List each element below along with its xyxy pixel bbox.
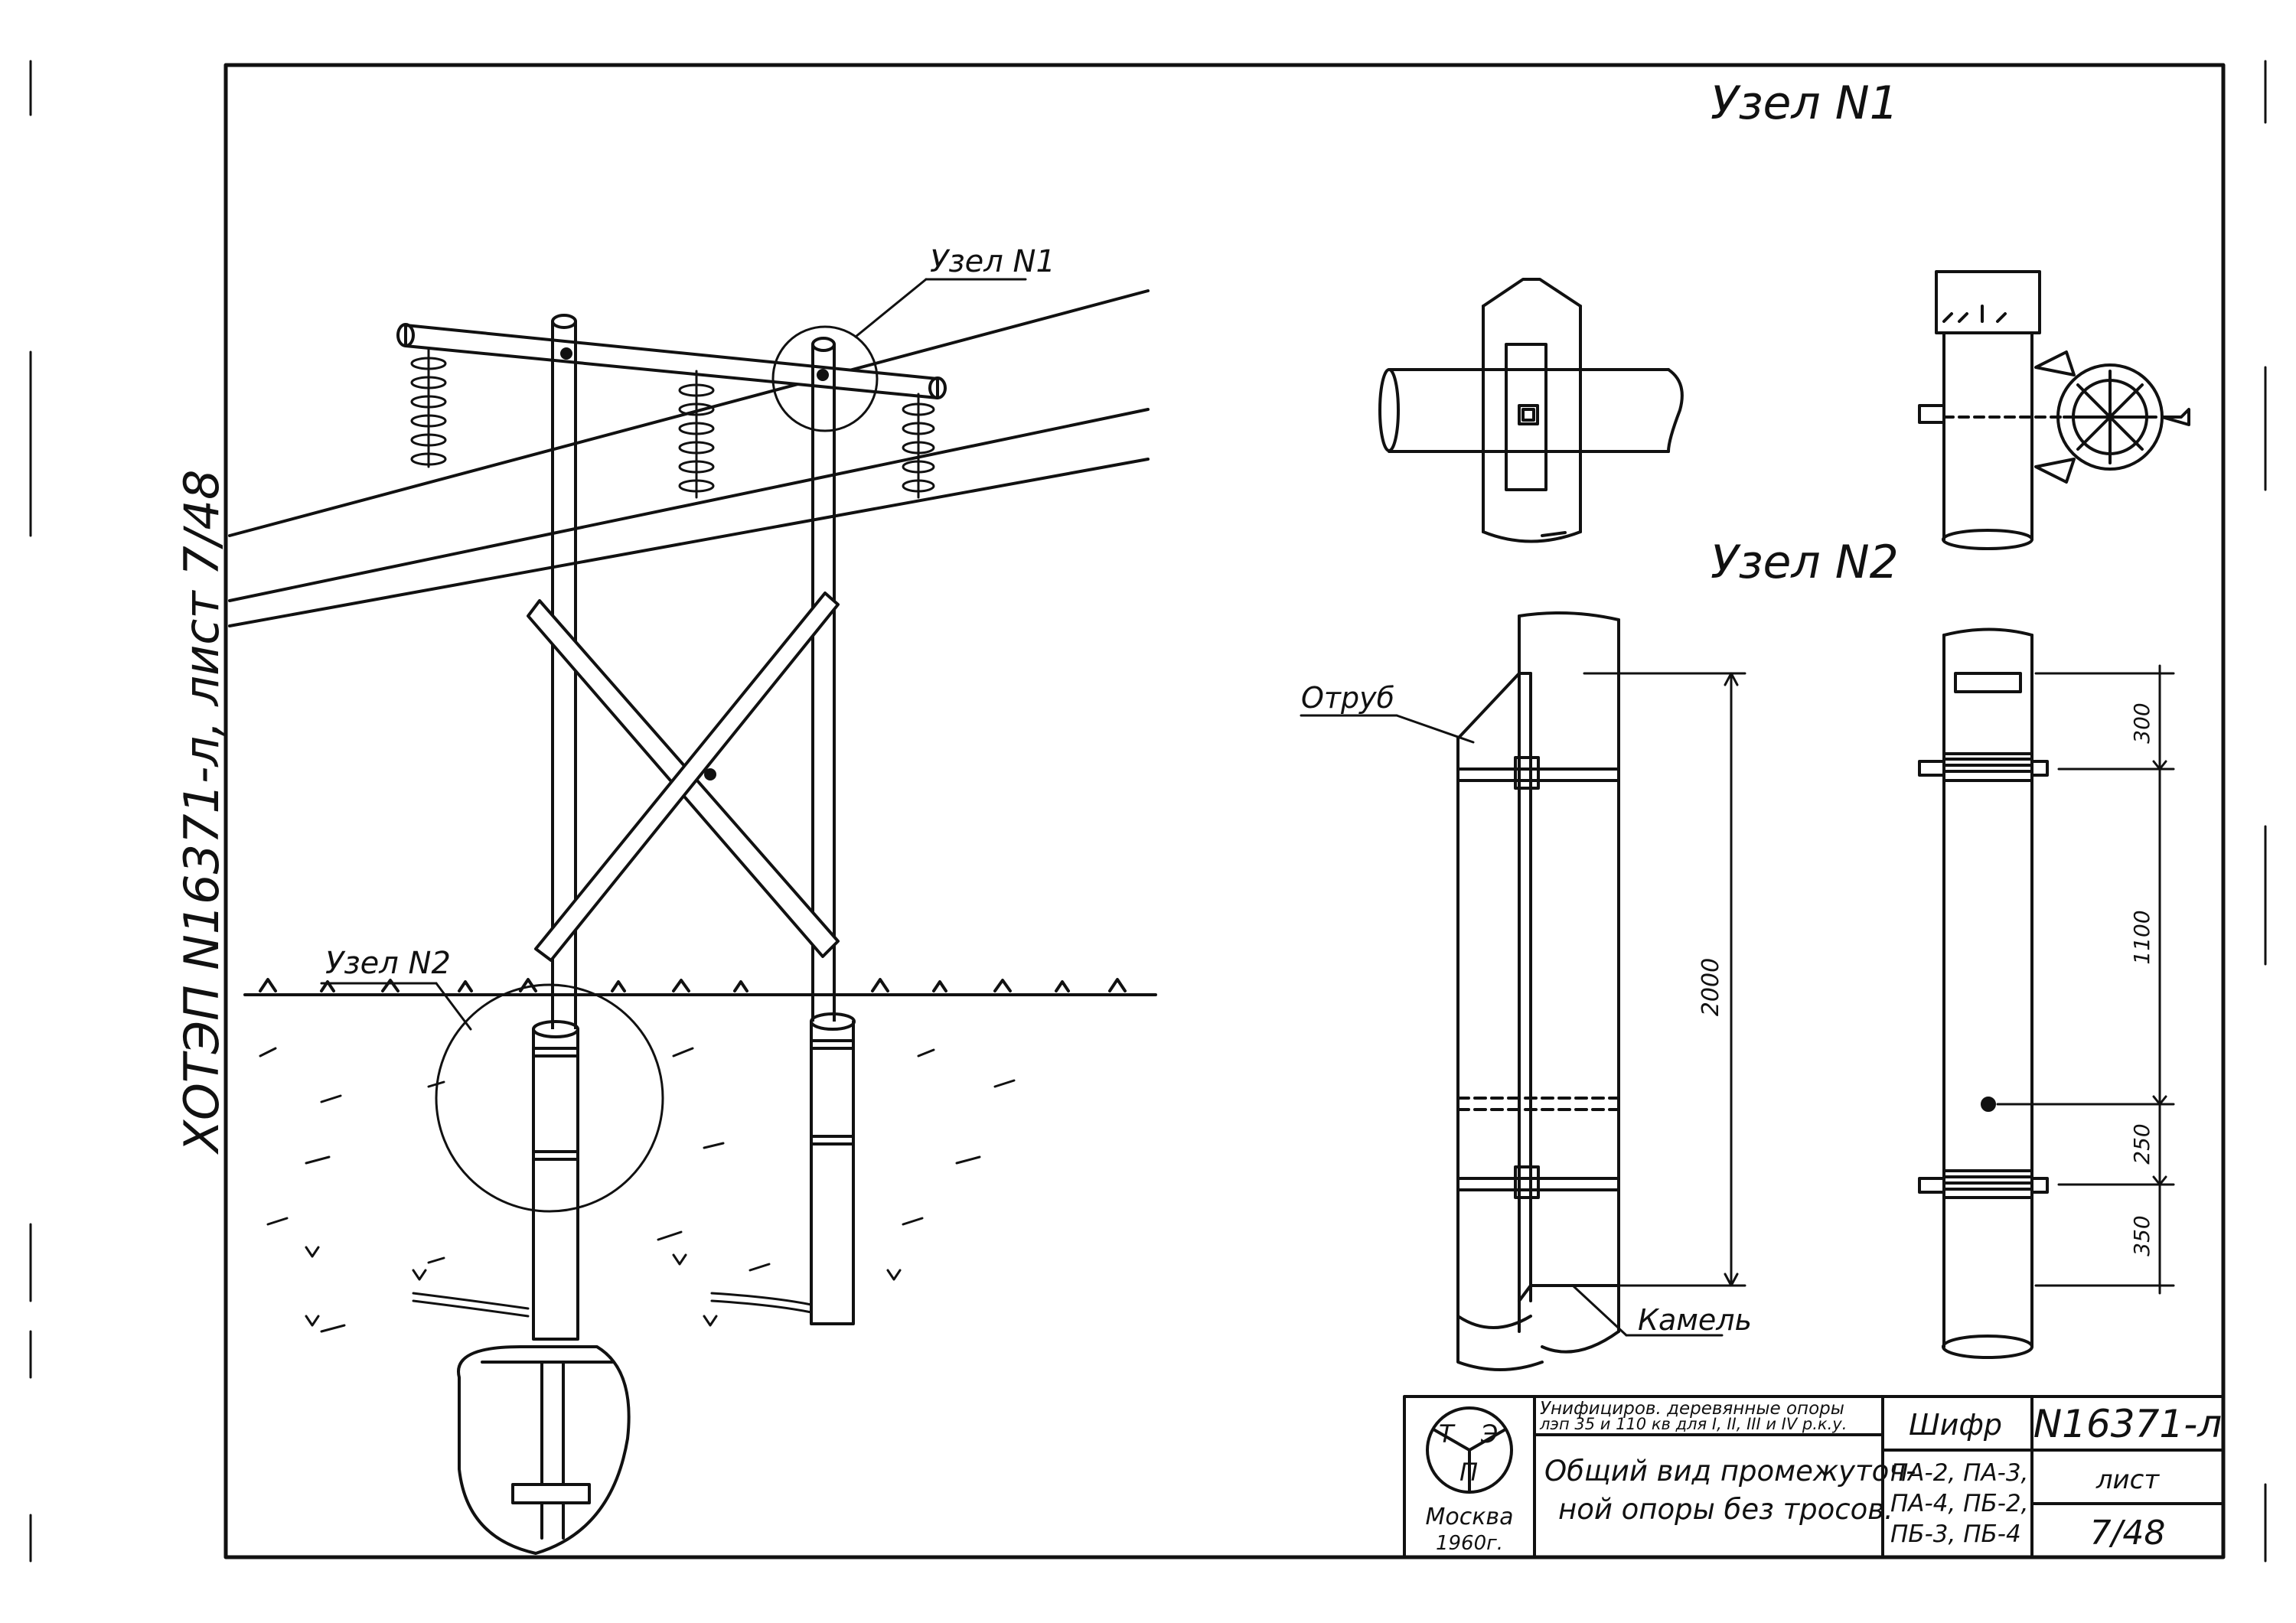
- label-uzel1-callout: Узел N1: [930, 244, 1055, 279]
- dimension-2000: [1583, 672, 1746, 1287]
- sheet-label: лист: [2095, 1465, 2161, 1495]
- project-line-2: лэп 35 и 110 кв для I, II, III и IV р.к.…: [1539, 1415, 1847, 1433]
- insulator-string-middle: [678, 370, 715, 499]
- dim-350: 350: [2129, 1215, 2154, 1256]
- cipher-label: Шифр: [1909, 1408, 2002, 1442]
- side-stamp: ХОТЭП N16371-л, лист 7/48: [174, 470, 230, 1155]
- logo-letter-p: П: [1459, 1458, 1478, 1487]
- label-otrub: Отруб: [1301, 681, 1394, 715]
- label-kamel: Камель: [1638, 1303, 1752, 1337]
- foundation-detail: [457, 1345, 631, 1555]
- dim-1100: 1100: [2129, 910, 2154, 964]
- project-line-1: Унифициров. деревянные опоры: [1540, 1399, 1844, 1419]
- cipher-line-2: ПА-4, ПБ-2,: [1890, 1490, 2028, 1517]
- heading-uzel2: Узел N2: [1711, 536, 1899, 589]
- title-block: [1403, 1395, 2225, 1559]
- insulator-string-right: [902, 393, 935, 499]
- title-city: Москва: [1426, 1504, 1514, 1530]
- logo-letter-e: Э: [1480, 1419, 1498, 1449]
- dim-2000: 2000: [1698, 958, 1724, 1016]
- sheet-number: 7/48: [2090, 1514, 2166, 1553]
- title-line-2: ной опоры без тросов.: [1558, 1493, 1893, 1526]
- margin-ticks: [29, 60, 2267, 1563]
- title-year: 1960г.: [1436, 1532, 1503, 1555]
- title-line-1: Общий вид промежуточ-: [1544, 1455, 1916, 1488]
- dim-300: 300: [2129, 702, 2154, 743]
- uzel2-side-view: [1918, 627, 2049, 1359]
- cipher-line-1: ПА-2, ПА-3,: [1890, 1459, 2028, 1487]
- uzel1-front-view: [1378, 278, 1684, 543]
- ground-line: [243, 978, 1157, 996]
- stub-pole-left: [532, 1020, 579, 1341]
- uzel2-front-view: [1456, 611, 1620, 1371]
- conductor-wires: [228, 289, 1150, 627]
- insulator-string-left: [410, 347, 447, 468]
- callout-circle-uzel2: [435, 983, 664, 1213]
- dim-250: 250: [2129, 1123, 2154, 1164]
- cipher-line-3: ПБ-3, ПБ-4: [1890, 1520, 2021, 1548]
- heading-uzel1: Узел N1: [1711, 77, 1899, 130]
- label-leaders-node2: [1300, 714, 1724, 1337]
- logo-letter-t: Т: [1439, 1419, 1456, 1449]
- earth-hatching: [259, 1047, 1016, 1333]
- callout-circle-uzel1: [771, 325, 879, 432]
- leader-lines: [320, 278, 1027, 1031]
- drawing-frame: [223, 63, 2226, 1559]
- document-number: N16371-л: [2033, 1402, 2222, 1446]
- cross-arm: [396, 323, 947, 399]
- uzel1-side-view: [1918, 270, 2190, 550]
- stub-pole-right: [810, 1012, 856, 1325]
- main-view-pole: Узел N1 Узел N2: [228, 244, 1157, 1555]
- logo-seal: [1426, 1406, 1513, 1494]
- label-uzel2-callout: Узел N2: [325, 946, 451, 981]
- dimension-chain-side: [1996, 664, 2175, 1295]
- x-bracing: [527, 592, 840, 962]
